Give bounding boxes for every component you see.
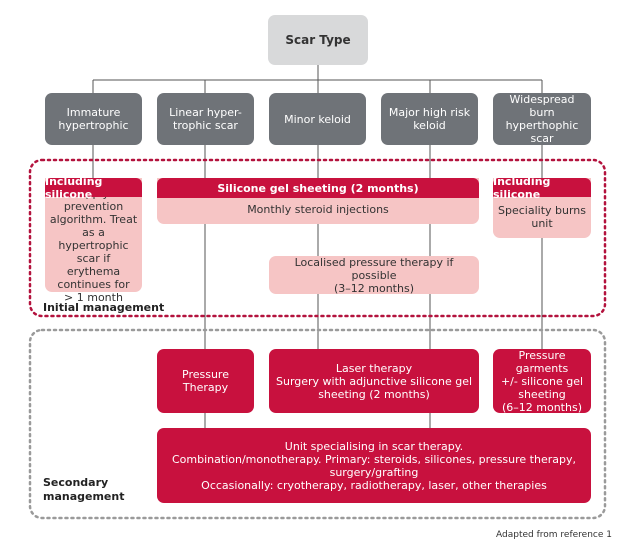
immature-initial-header: Including silicone xyxy=(45,175,142,201)
initial-region-label: Initial management xyxy=(43,301,165,314)
pressure-garments-box: Pressure garments +/- silicone gel sheet… xyxy=(493,348,591,414)
burn-initial-header: Including silicone xyxy=(493,175,591,201)
scar-unit-text: Unit specialising in scar therapy. Combi… xyxy=(172,439,576,492)
scar-unit-box: Unit specialising in scar therapy. Combi… xyxy=(157,428,591,503)
localised-pressure-text: Localised pressure therapy if possible (… xyxy=(294,255,454,295)
scar-type-label: Major high risk keloid xyxy=(388,106,471,132)
burn-initial-text: Speciality burns unit xyxy=(498,204,586,230)
scar-type-label: Immature hypertrophic xyxy=(58,106,129,132)
root-node: Scar Type xyxy=(268,15,368,65)
scar-type-burn: Widespread burn hyperthophic scar xyxy=(493,93,591,145)
center-initial-header: Silicone gel sheeting (2 months) xyxy=(157,178,479,198)
scar-type-label: Widespread burn hyperthophic scar xyxy=(505,93,579,145)
credit-note: Adapted from reference 1 xyxy=(496,530,612,540)
secondary-region-label: Secondary management xyxy=(43,476,125,503)
laser-surgery-box: Laser therapy Surgery with adjunctive si… xyxy=(269,349,479,413)
pressure-therapy-box: Pressure Therapy xyxy=(157,349,254,413)
scar-type-minor-keloid: Minor keloid xyxy=(269,93,366,145)
center-initial-header-text: Silicone gel sheeting (2 months) xyxy=(217,181,419,195)
pressure-therapy-text: Pressure Therapy xyxy=(182,368,229,394)
root-label: Scar Type xyxy=(285,32,351,47)
burn-initial-header-text: Including silicone xyxy=(493,174,551,201)
initial-region-border xyxy=(28,158,607,318)
secondary-region-border xyxy=(28,328,607,520)
center-initial-text: Monthly steroid injections xyxy=(247,203,389,216)
scar-type-immature: Immature hypertrophic xyxy=(45,93,142,145)
pressure-garments-text: Pressure garments +/- silicone gel sheet… xyxy=(500,348,584,414)
scar-type-linear: Linear hyper- trophic scar xyxy=(157,93,254,145)
scar-type-label: Minor keloid xyxy=(284,112,351,126)
localised-pressure-box: Localised pressure therapy if possible (… xyxy=(269,255,479,295)
laser-surgery-text: Laser therapy Surgery with adjunctive si… xyxy=(275,361,473,401)
scar-type-label: Linear hyper- trophic scar xyxy=(169,106,242,132)
immature-initial-body: Apply prevention algorithm. Treat as a h… xyxy=(45,178,142,304)
scar-type-major-keloid: Major high risk keloid xyxy=(381,93,478,145)
immature-initial-header-text: Including silicone xyxy=(45,174,103,201)
immature-initial-text: Apply prevention algorithm. Treat as a h… xyxy=(49,187,138,304)
